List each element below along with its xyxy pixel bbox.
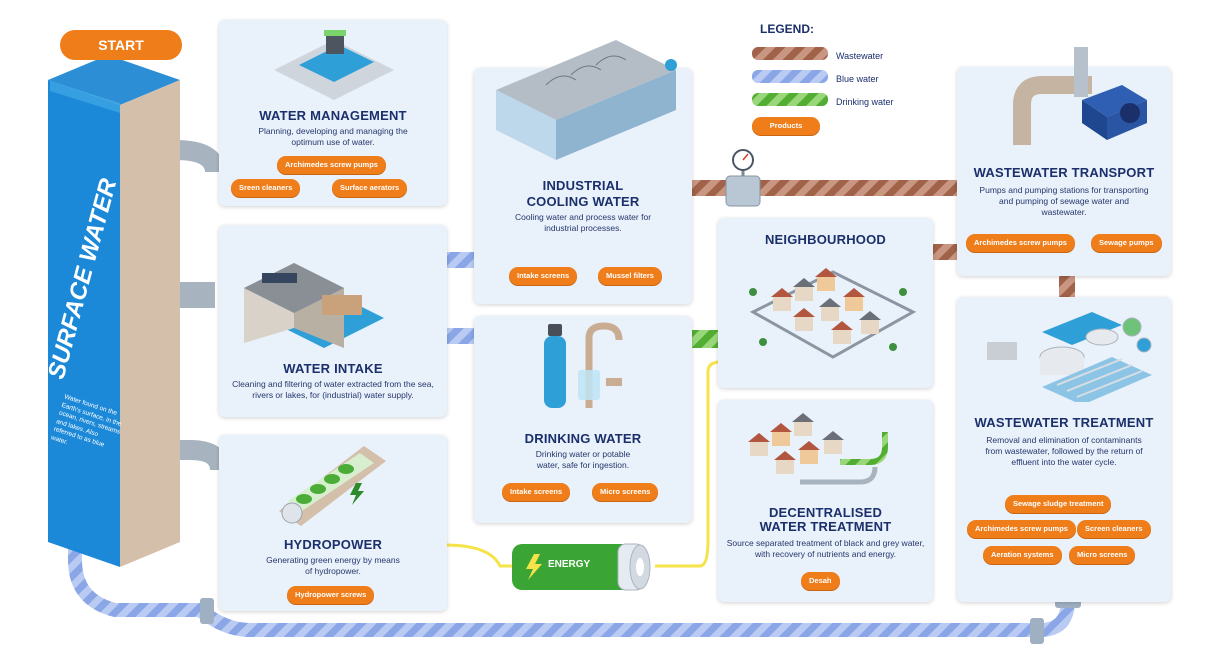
drinking-water-card: DRINKING WATER Drinking water or potable… xyxy=(474,316,692,523)
hydropower-title: HYDROPOWER xyxy=(283,537,383,552)
decentralised-title-2: WATER TREATMENT xyxy=(759,519,892,534)
drinking-water-illustration xyxy=(544,322,623,408)
product-sewage-sludge-treatment[interactable]: Sewage sludge treatment xyxy=(1005,495,1112,513)
wastewater-transport-card: WASTEWATER TRANSPORT Pumps and pumping s… xyxy=(957,47,1171,276)
legend-wastewater-swatch xyxy=(752,47,828,60)
valve xyxy=(725,175,761,207)
brown-pipe-vertical xyxy=(1059,276,1075,298)
surface-water-tower xyxy=(48,55,180,567)
industrial-cooling-title-1: INDUSTRIAL xyxy=(542,178,624,193)
energy-cable xyxy=(655,360,721,568)
drinking-water-desc: Drinking water or potable water, safe fo… xyxy=(535,449,631,470)
product-screen-cleaners[interactable]: Screen cleaners xyxy=(1077,520,1151,538)
product-archimedes-screw-pumps[interactable]: Archimedes screw pumps xyxy=(277,156,386,174)
wastewater-treatment-illustration xyxy=(987,312,1152,402)
legend-wastewater-label: Wastewater xyxy=(836,51,884,61)
water-intake-card: WATER INTAKE Cleaning and filtering of w… xyxy=(219,225,447,417)
drinking-water-title: DRINKING WATER xyxy=(524,431,642,446)
industrial-cooling-title-2: COOLING WATER xyxy=(526,194,640,209)
product-micro-screens[interactable]: Micro screens xyxy=(1069,546,1136,564)
product-intake-screens[interactable]: Intake screens xyxy=(502,483,571,501)
blue-return-pipe xyxy=(68,520,1075,637)
water-intake-illustration xyxy=(244,263,384,348)
pipe-joint xyxy=(1030,618,1044,644)
industrial-cooling-desc: Cooling water and process water for indu… xyxy=(514,212,652,233)
hydropower-desc: Generating green energy by means of hydr… xyxy=(266,555,400,576)
product-screen-cleaners[interactable]: Sreen cleaners xyxy=(231,179,301,197)
legend-drinking-label: Drinking water xyxy=(836,97,894,107)
product-surface-aerators[interactable]: Surface aerators xyxy=(332,179,408,197)
wastewater-treatment-desc: Removal and elimination of contaminants … xyxy=(985,435,1143,467)
decentralised-illustration xyxy=(748,413,888,485)
neighbourhood-title: NEIGHBOURHOOD xyxy=(764,232,887,247)
decentralised-card: DECENTRALISED WATER TREATMENT Source sep… xyxy=(718,400,933,602)
hydropower-screw-illustration xyxy=(279,446,386,526)
green-pipe xyxy=(690,330,720,348)
neighbourhood-card: NEIGHBOURHOOD xyxy=(718,218,933,388)
energy-cable xyxy=(444,543,512,568)
pipe-joint xyxy=(200,598,214,624)
lightning-icon xyxy=(350,483,364,505)
legend-products-pill: Products xyxy=(752,117,820,135)
product-intake-screens[interactable]: Intake screens xyxy=(509,267,578,285)
product-archimedes-screw-pumps[interactable]: Archimedes screw pumps xyxy=(967,520,1076,538)
hydropower-card: HYDROPOWER Generating green energy by me… xyxy=(219,435,447,611)
water-management-title: WATER MANAGEMENT xyxy=(259,108,407,123)
legend: LEGEND: Wastewater Blue water Drinking w… xyxy=(748,20,928,140)
industrial-cooling-illustration xyxy=(496,40,677,160)
lightning-icon xyxy=(526,554,542,580)
decentralised-desc: Source separated treatment of black and … xyxy=(726,538,925,559)
legend-blue-label: Blue water xyxy=(836,74,879,84)
water-management-card: WATER MANAGEMENT Planning, developing an… xyxy=(219,20,447,206)
start-badge: START xyxy=(60,30,182,60)
legend-blue-swatch xyxy=(752,70,828,83)
product-sewage-pumps[interactable]: Sewage pumps xyxy=(1091,234,1162,252)
product-micro-screens[interactable]: Micro screens xyxy=(592,483,659,501)
brown-pipe-neighbourhood xyxy=(932,244,960,260)
product-mussel-filters[interactable]: Mussel filters xyxy=(598,267,662,285)
neighbourhood-illustration xyxy=(749,268,917,359)
legend-title: LEGEND: xyxy=(760,22,814,36)
wastewater-treatment-card: WASTEWATER TREATMENT Removal and elimina… xyxy=(957,297,1171,602)
legend-drinking-swatch xyxy=(752,93,828,106)
wastewater-transport-title: WASTEWATER TRANSPORT xyxy=(973,165,1155,180)
wastewater-transport-desc: Pumps and pumping stations for transport… xyxy=(979,185,1149,217)
product-hydropower-screws[interactable]: Hydropower screws xyxy=(287,586,375,604)
product-aeration-systems[interactable]: Aeration systems xyxy=(983,546,1062,564)
energy-battery: ENERGY xyxy=(510,540,656,594)
product-archimedes-screw-pumps[interactable]: Archimedes screw pumps xyxy=(966,234,1075,252)
product-desah[interactable]: Desah xyxy=(801,572,840,590)
surface-water-title-wrap: SURFACE WATER xyxy=(43,160,122,400)
water-management-illustration xyxy=(274,30,394,100)
wastewater-transport-illustration xyxy=(1013,47,1147,145)
water-intake-desc: Cleaning and filtering of water extracte… xyxy=(232,379,434,400)
industrial-cooling-card: INDUSTRIAL COOLING WATER Cooling water a… xyxy=(474,40,692,304)
energy-label: ENERGY xyxy=(548,559,591,570)
wastewater-treatment-title: WASTEWATER TREATMENT xyxy=(974,415,1154,430)
water-intake-title: WATER INTAKE xyxy=(283,361,383,376)
water-management-desc: Planning, developing and managing the op… xyxy=(258,126,408,147)
decentralised-title-1: DECENTRALISED xyxy=(768,505,883,520)
